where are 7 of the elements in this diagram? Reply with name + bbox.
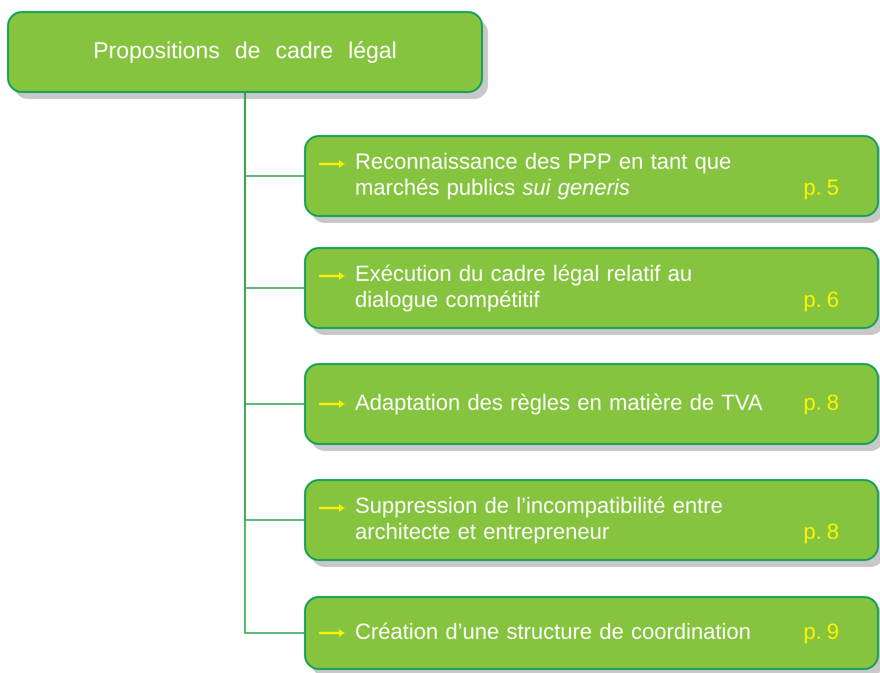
connector-line <box>244 93 304 634</box>
process-box: Propositions de cadre légal <box>7 11 488 99</box>
process-box: Suppression de l’incompatibilité entre architecte et entrepreneur p. 8 <box>304 479 880 567</box>
process-box: Reconnaissance des PPP en tant que marchés publics sui generis p. 5 <box>304 135 880 223</box>
process-box: Exécution du cadre légal relatif au dialogue compétitif p. 6 <box>304 247 880 335</box>
process-box: Création d’une structure de coordination p. 9 <box>304 596 880 673</box>
process-box: Adaptation des règles en matière de TVA p. 8 <box>304 363 880 451</box>
